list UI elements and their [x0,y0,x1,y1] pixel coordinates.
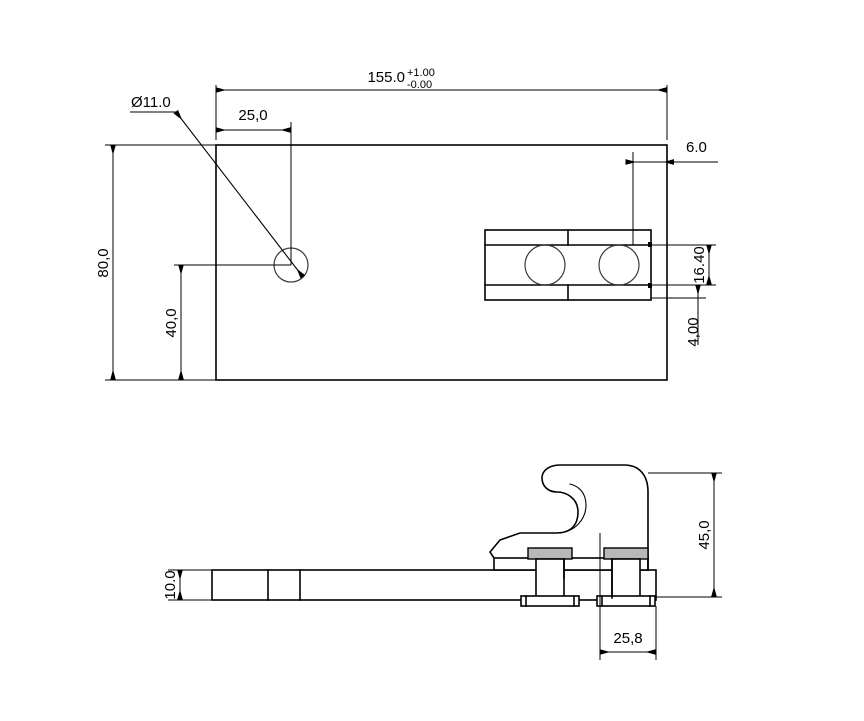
leader-line-hole-diameter [173,109,306,279]
dim-plate-height: 80,0 [95,144,216,381]
bracket-notch-upper [648,242,652,247]
rivet-left-shaft [535,558,565,601]
hook-outline-path [489,464,649,571]
dim-bracket-lip: 4,00 [651,284,706,347]
dim-label-overall-length: 155.0 [367,69,405,86]
dim-label-bracket-lip: 4,00 [685,317,702,346]
bracket-notch-lower [648,283,652,288]
dim-plate-thickness: 10.0 [162,569,212,601]
side-view-group: 10.0 45,0 25,8 [162,464,722,660]
rivet-left-group [520,547,580,607]
rivet-right-group [596,547,656,607]
top-view-group: 155.0 +1.00 -0.00 25,0 80,0 40,0 Ø11. [95,67,718,381]
hook-profile-group [489,464,649,571]
rivet-right-flange [596,595,656,607]
side-plate-outline [211,569,657,601]
dim-overall-length: 155.0 +1.00 -0.00 [215,67,668,140]
rivet-right-shaft [611,558,641,601]
dim-label-overall-tol-lower: -0.00 [407,79,432,91]
bracket-hole-left [524,244,566,286]
dim-label-plate-height: 80,0 [95,248,112,277]
dim-label-bracket-width: 16.40 [691,246,708,284]
dim-hole-diameter: Ø11.0 [130,94,306,279]
bracket-hole-right [598,244,640,286]
dim-label-hook-height: 45,0 [696,520,713,549]
dim-label-hole-diameter: Ø11.0 [131,94,171,111]
dim-label-rivet-spacing: 25,8 [613,630,642,647]
dim-label-overall-tol-upper: +1.00 [407,67,435,79]
dim-bracket-width: 16.40 [651,244,716,286]
rivet-left-cap [527,547,573,560]
dim-hook-height: 45,0 [648,472,722,598]
dim-bracket-edge-offset: 6.0 [625,139,718,245]
rivet-right-cap [603,547,649,560]
dim-label-hole-offset-x: 25,0 [238,107,267,124]
mounting-bracket-group [484,229,652,301]
dim-label-plate-thickness: 10.0 [162,570,179,599]
hook-inner-curve [555,483,587,534]
rivet-left-flange [520,595,580,607]
dim-label-hole-offset-y: 40,0 [163,308,180,337]
dim-rivet-spacing: 25,8 [599,606,657,660]
dim-label-bracket-edge-offset: 6.0 [686,139,707,156]
